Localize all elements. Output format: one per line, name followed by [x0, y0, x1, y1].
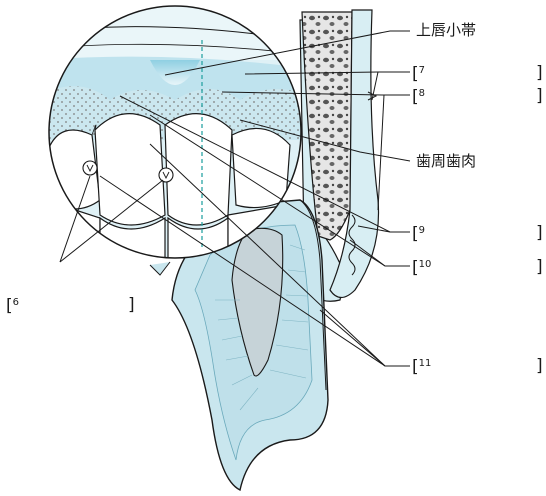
- label-blank-6: [6: [6, 294, 19, 315]
- label-blank-9: [9: [412, 222, 425, 243]
- label-frenum: 上唇小帯: [416, 21, 476, 39]
- label-blank-8-close: ]: [536, 87, 543, 105]
- label-blank-6-close: ]: [128, 296, 135, 314]
- label-blank-11: [11: [412, 355, 431, 376]
- tooth-central-left: [95, 114, 165, 225]
- label-blank-10: [10: [412, 256, 431, 277]
- label-blank-10-close: ]: [536, 258, 543, 276]
- tooth-central-right: [165, 114, 232, 225]
- label-blank-7: [7: [412, 62, 425, 83]
- label-blank-7-close: ]: [536, 64, 543, 82]
- label-blank-8: [8: [412, 85, 425, 106]
- label-interdental-papilla: 歯周歯肉: [416, 152, 476, 170]
- label-blank-11-close: ]: [536, 357, 543, 375]
- label-blank-9-close: ]: [536, 224, 543, 242]
- tooth-lateral-right: [232, 128, 290, 207]
